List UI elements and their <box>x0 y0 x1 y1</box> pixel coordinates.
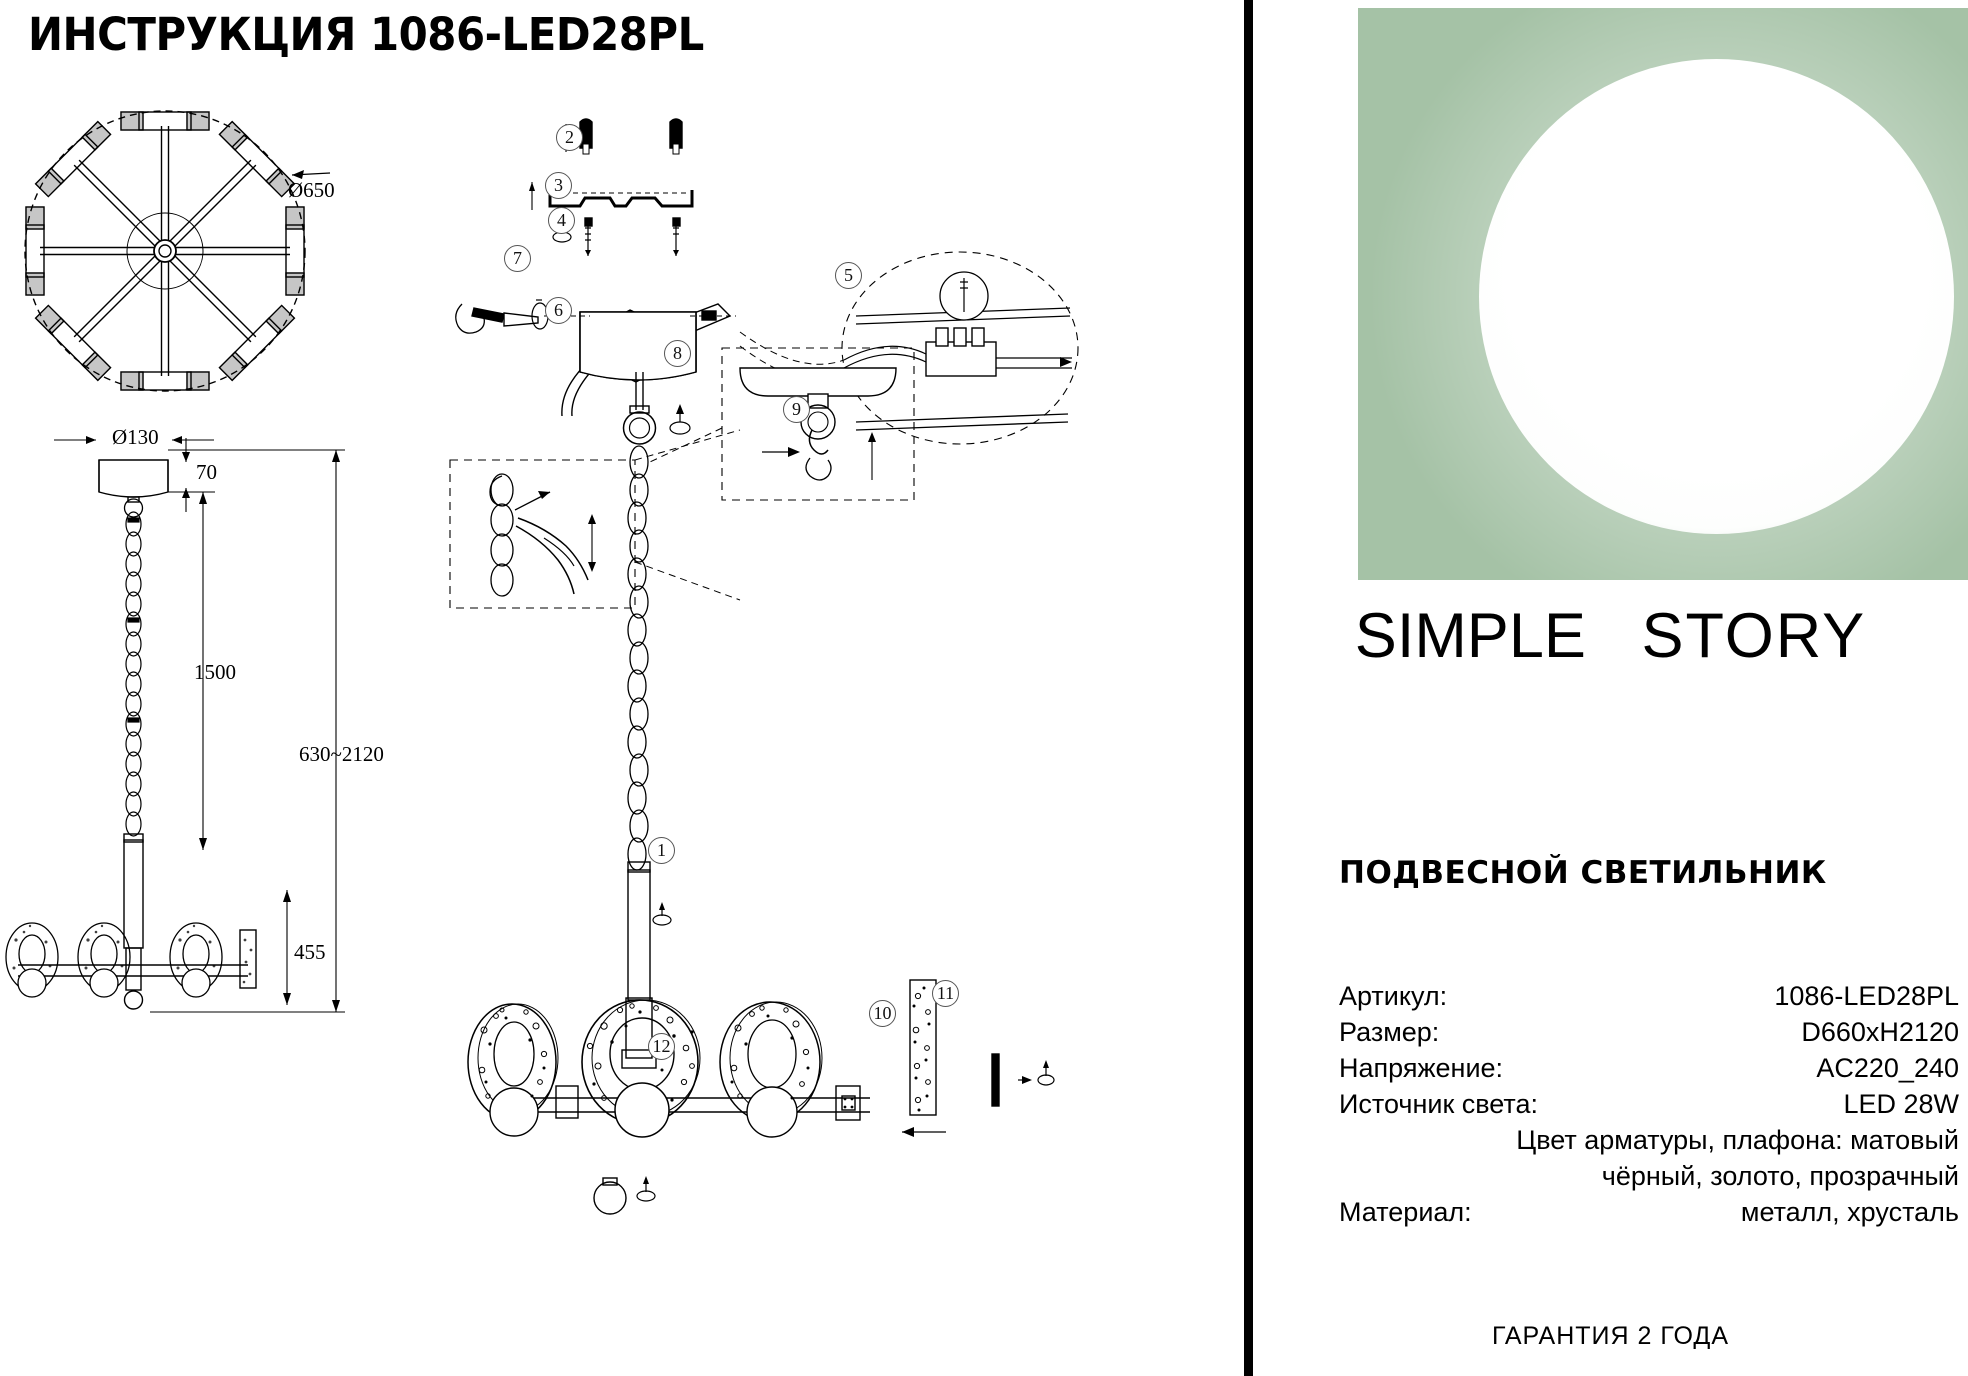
spec-key-light-source: Источник света: <box>1339 1089 1539 1119</box>
spec-value-material: металл, хрусталь <box>1740 1197 1959 1227</box>
callout-11: 11 <box>932 980 959 1007</box>
fixture-height-label: 455 <box>294 940 326 964</box>
product-type-heading: ПОДВЕСНОЙ СВЕТИЛЬНИК <box>1339 855 1827 891</box>
callout-3: 3 <box>545 172 572 199</box>
canopy-height-label: 70 <box>196 460 217 484</box>
callout-8: 8 <box>664 340 691 367</box>
spec-value-size: D660xH2120 <box>1801 1017 1959 1047</box>
spec-key-article: Артикул: <box>1339 981 1448 1011</box>
cover-plate <box>991 1053 1055 1107</box>
spec-key-voltage: Напряжение: <box>1339 1053 1504 1083</box>
crystal-ring-right <box>719 1001 823 1138</box>
spec-row-color-line2: чёрный, золото, прозрачный <box>1601 1161 1959 1191</box>
spec-row-light-source: Источник света: LED 28W <box>1339 1086 1959 1122</box>
callout-12: 12 <box>648 1033 675 1060</box>
callout-2: 2 <box>556 124 583 151</box>
callout-5: 5 <box>835 262 862 289</box>
product-info-pane: SIMPLE STORY ПОДВЕСНОЙ СВЕТИЛЬНИК Артику… <box>1253 0 1968 1376</box>
callout-6: 6 <box>545 297 572 324</box>
product-photo <box>1358 8 1968 580</box>
brand-word-2: STORY <box>1641 601 1867 671</box>
chain-adjust-arrow <box>588 514 596 572</box>
vertical-divider <box>1244 0 1253 1376</box>
mounting-bracket <box>529 182 694 210</box>
crystal-ring-center <box>581 999 701 1138</box>
socket-blocks <box>555 1085 861 1121</box>
wiring-detail <box>739 251 1079 445</box>
rotate-symbol-1 <box>652 902 672 926</box>
page-title: ИНСТРУКЦИЯ 1086-LED28PL <box>28 8 704 61</box>
top-view-diameter-label: Ø650 <box>288 178 335 202</box>
technical-drawing-pane: ИНСТРУКЦИЯ 1086-LED28PL <box>5 8 1079 1215</box>
ceiling-hook-detail <box>649 347 915 501</box>
crystal-plate <box>902 979 946 1137</box>
lamp-globe-icon <box>1478 59 1954 535</box>
total-height-label: 630~2120 <box>299 742 384 766</box>
specification-table: Артикул: 1086-LED28PL Размер: D660xH2120… <box>1339 978 1959 1230</box>
spec-row-color-line1: Цвет арматуры, плафона: матовый <box>1516 1125 1959 1155</box>
spec-row-article: Артикул: 1086-LED28PL <box>1339 978 1959 1014</box>
canopy-diameter-label: Ø130 <box>112 425 159 449</box>
assembly-chain <box>627 445 649 871</box>
spec-value-voltage: AC220_240 <box>1816 1053 1959 1083</box>
brand-logo: SIMPLE STORY <box>1253 600 1968 672</box>
anchor-parts <box>563 118 683 155</box>
brand-word-1: SIMPLE <box>1354 601 1586 671</box>
hand-screwdriver <box>455 299 549 334</box>
warranty-text: ГАРАНТИЯ 2 ГОДА <box>1492 1322 1729 1350</box>
chain-length-label: 1500 <box>194 660 236 684</box>
spec-row-material: Материал: металл, хрусталь <box>1339 1194 1959 1230</box>
bottom-finial <box>593 1176 656 1215</box>
callout-4: 4 <box>548 207 575 234</box>
spec-value-article: 1086-LED28PL <box>1774 981 1959 1011</box>
spec-value-light-source: LED 28W <box>1843 1089 1959 1119</box>
callout-10: 10 <box>869 1000 896 1027</box>
spec-row-voltage: Напряжение: AC220_240 <box>1339 1050 1959 1086</box>
pliers-detail-box <box>449 429 741 609</box>
callout-9: 9 <box>783 396 810 423</box>
front-elevation-drawing <box>5 436 345 1013</box>
exploded-assembly-drawing <box>449 118 1079 1215</box>
crystal-ring-left <box>467 1003 559 1137</box>
spec-key-size: Размер: <box>1339 1017 1440 1047</box>
callout-7: 7 <box>504 245 531 272</box>
spec-row-size: Размер: D660xH2120 <box>1339 1014 1959 1050</box>
spec-key-material: Материал: <box>1339 1197 1472 1227</box>
stem-and-ring <box>622 372 691 445</box>
top-view-drawing <box>24 110 331 392</box>
callout-1: 1 <box>648 837 675 864</box>
